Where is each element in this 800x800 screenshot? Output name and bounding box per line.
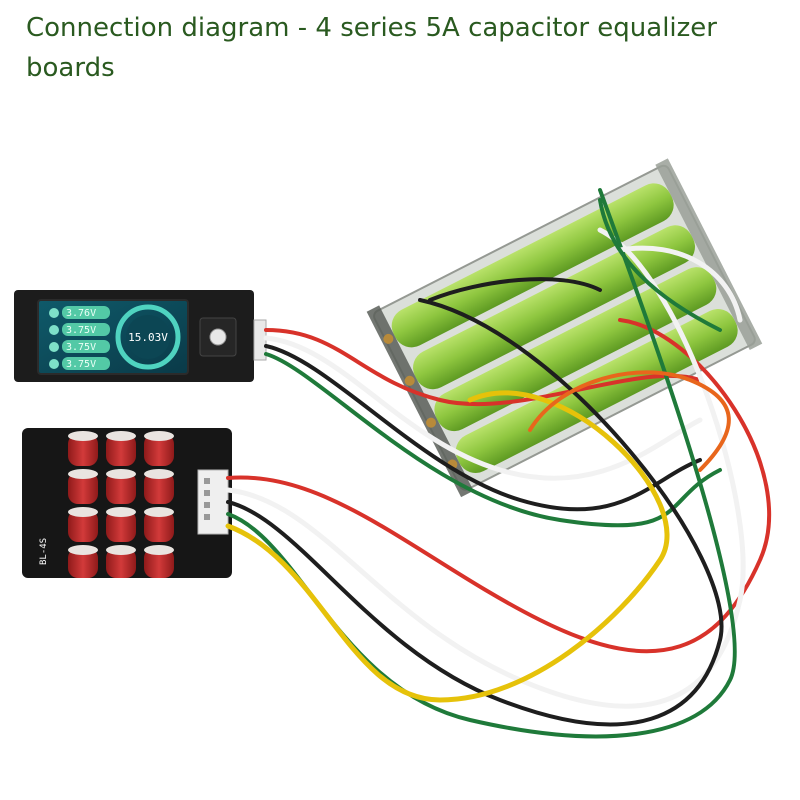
capacitor [106,545,136,578]
capacitor [68,545,98,578]
capacitor [144,431,174,466]
connector-pin [204,502,210,508]
capacitor [106,469,136,504]
cell-voltage-bar [62,340,110,353]
equalizer-board: BL-4S [22,428,232,578]
terminal-screw [404,375,415,386]
cell-voltage-bar [62,323,110,336]
total-voltage-gauge [115,304,181,370]
capacitor [68,469,98,504]
cell-voltage-row: 3.76V [49,306,110,319]
cell-voltage-row: 3.75V [49,340,110,353]
battery-cell [434,267,717,432]
total-voltage-text: 15.03V [128,331,168,344]
cell-voltage-list: 3.76V 3.75V 3.75V 3.75V [49,306,110,370]
wire-black [226,298,724,727]
cell-indicator-icon [49,342,59,352]
wire-green [598,198,722,332]
wire-harness [225,188,772,739]
terminal-screw [426,417,437,428]
wire-white [617,245,743,323]
capacitor [106,507,136,542]
wire-white [225,227,746,709]
terminal-screw [383,333,394,344]
connector-pin [204,514,210,520]
wire-red [226,318,772,654]
cell-voltage-row: 3.75V [49,323,110,336]
cell-voltage-text: 3.75V [66,359,96,370]
capacitor-grid [68,431,174,578]
wire-black [428,277,602,302]
cell-indicator-icon [49,325,59,335]
capacitor [68,507,98,542]
capacitor [144,507,174,542]
cell-voltage-bar [62,306,110,319]
cell-indicator-icon [49,308,59,318]
page-title: Connection diagram - 4 series 5A capacit… [26,13,717,83]
battery-pack [366,158,763,498]
cell-voltage-text: 3.75V [66,325,96,336]
capacitor [68,431,98,466]
display-module: 3.76V 3.75V 3.75V 3.75V 15.03V [14,290,267,382]
cell-voltage-text: 3.75V [66,342,96,353]
cell-voltage-bar [62,357,110,370]
connector-pin [204,490,210,496]
balance-connector [197,469,229,535]
capacitor [106,431,136,466]
battery-cell [413,225,695,390]
battery-cell [455,309,738,473]
board-label: BL-4S [39,538,49,565]
cell-voltage-text: 3.76V [66,308,96,319]
cell-indicator-icon [49,359,59,369]
connector-pin [204,478,210,484]
push-button[interactable] [209,328,227,346]
wire-white [263,335,703,481]
cell-voltage-row: 3.75V [49,357,110,370]
capacitor [144,545,174,578]
capacitor [144,469,174,504]
wire-yellow [225,390,670,703]
battery-cell [391,183,674,348]
gauge-inner [126,315,170,359]
wire-green [264,352,722,528]
wire-orange [528,370,731,472]
wire-red [264,328,702,406]
